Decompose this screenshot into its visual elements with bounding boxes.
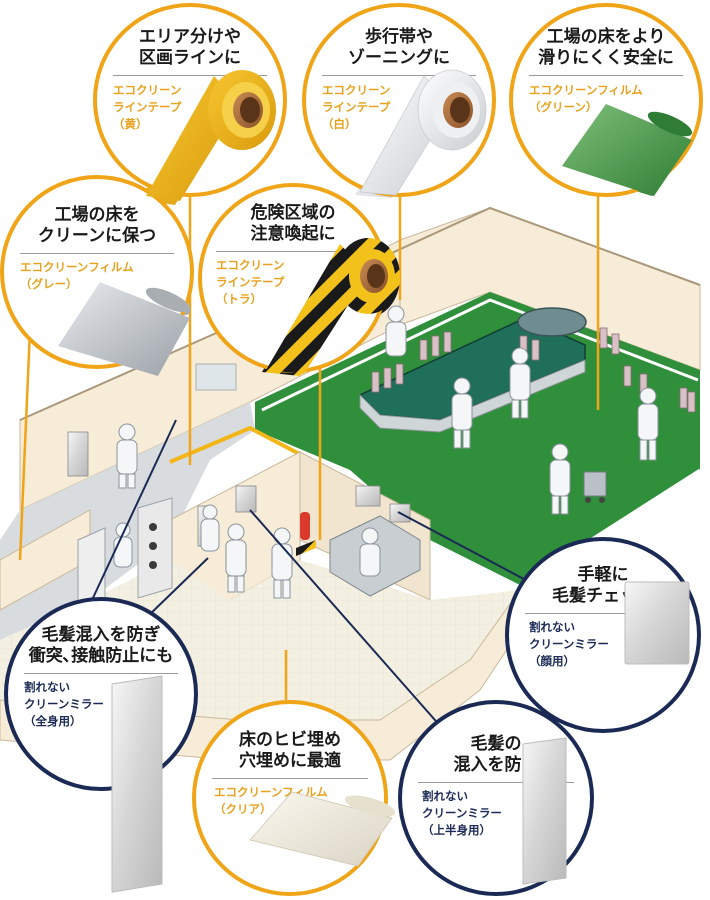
callout-rule	[212, 778, 368, 779]
callout-tiger-tape: 危険区域の 注意喚起に エコクリーン ラインテープ （トラ）	[198, 183, 388, 373]
callout-heading: 手軽に 毛髪チェック	[552, 565, 654, 606]
callout-heading: 工場の床をより 滑りにくく安全に	[538, 27, 674, 68]
callout-product: 割れない クリーンミラー （全身用）	[24, 680, 104, 728]
workers	[113, 305, 659, 599]
callout-rule	[24, 673, 178, 674]
callout-full-mirror: 毛髪混入を防ぎ 衝突､接触防止にも 割れない クリーンミラー （全身用）	[4, 597, 198, 791]
callout-rule	[20, 253, 174, 254]
callout-heading: 床のヒビ埋め 穴埋めに最適	[239, 730, 341, 771]
tiger-floor-strip	[296, 540, 316, 556]
corridor-window	[195, 363, 237, 391]
leader-lines-navy	[91, 419, 536, 729]
callout-rule	[525, 613, 681, 614]
callout-yellow-tape: エリア分けや 区画ラインに エコクリーン ラインテープ （黄）	[93, 3, 287, 197]
fire-extinguisher	[300, 512, 310, 540]
callout-product: エコクリーン ラインテープ （白）	[322, 83, 391, 131]
cart	[583, 471, 607, 503]
callout-product: 割れない クリーンミラー （上半身用）	[422, 789, 502, 837]
callout-rule	[113, 75, 267, 76]
callout-face-mirror: 手軽に 毛髪チェック 割れない クリーンミラー （顔用）	[505, 537, 701, 733]
wall-mirror-corridor	[67, 431, 89, 477]
leader-lines-orange	[18, 160, 600, 700]
wall-mirror-sink	[355, 485, 381, 507]
wall-mirror-partition	[235, 485, 257, 513]
bottles	[371, 327, 696, 413]
callout-heading: 毛髪混入を防ぎ 衝突､接触防止にも	[28, 625, 174, 666]
conveyor-turntable	[517, 307, 587, 337]
callout-white-tape: 歩行帯や ゾーニングに エコクリーン ラインテープ （白）	[302, 3, 496, 197]
callout-heading: 工場の床を クリーンに保つ	[37, 205, 157, 246]
callout-product: エコクリーンフィルム （グレー）	[20, 260, 134, 291]
callout-rule	[418, 782, 574, 783]
callout-half-mirror: 毛髪の 混入を防ぐ 割れない クリーンミラー （上半身用）	[398, 700, 594, 896]
callout-product: エコクリーン ラインテープ （黄）	[113, 83, 182, 131]
callout-grey-film: 工場の床を クリーンに保つ エコクリーンフィルム （グレー）	[0, 175, 194, 369]
callout-heading: 歩行帯や ゾーニングに	[348, 27, 450, 68]
callout-clear-film: 床のヒビ埋め 穴埋めに最適 エコクリーンフィルム （クリア）	[192, 700, 388, 896]
callout-rule	[322, 75, 476, 76]
callout-heading: エリア分けや 区画ラインに	[139, 27, 241, 68]
callout-product: エコクリーンフィルム （クリア）	[214, 785, 328, 816]
callout-green-film: 工場の床をより 滑りにくく安全に エコクリーンフィルム （グリーン）	[509, 3, 703, 197]
callout-heading: 危険区域の 注意喚起に	[250, 203, 336, 244]
callout-product: 割れない クリーンミラー （顔用）	[529, 620, 609, 668]
callout-rule	[529, 75, 683, 76]
callout-product: エコクリーンフィルム （グリーン）	[529, 83, 643, 114]
callout-rule	[216, 251, 370, 252]
air-shower-nozzles	[149, 523, 157, 569]
callout-heading: 毛髪の 混入を防ぐ	[453, 734, 539, 775]
callout-product: エコクリーン ラインテープ （トラ）	[216, 258, 285, 306]
